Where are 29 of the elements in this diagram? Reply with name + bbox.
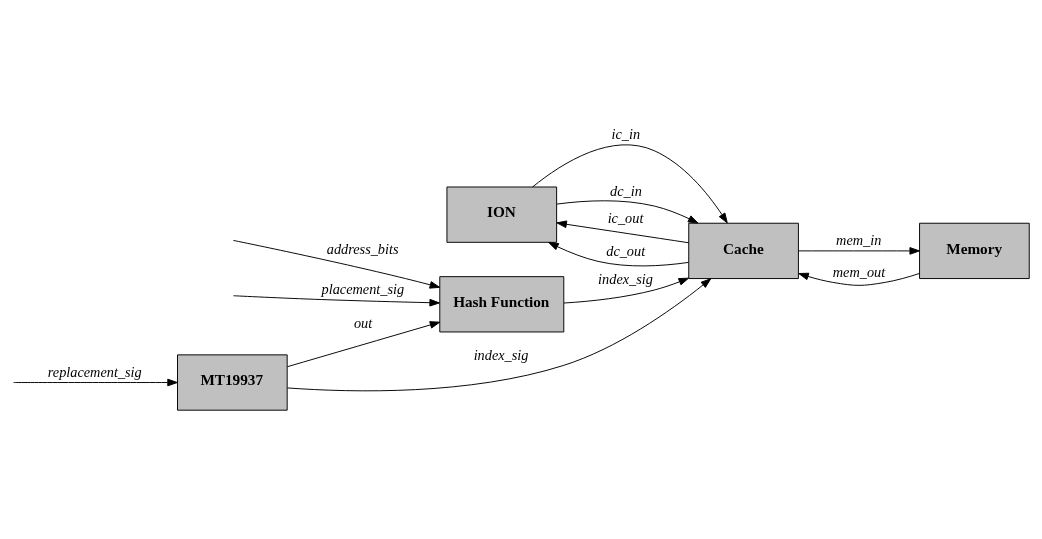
edge-label: index_sig <box>473 346 529 363</box>
edge-label: out <box>353 315 373 332</box>
arrow <box>556 200 699 224</box>
arrow <box>563 277 690 304</box>
node-box: Cache <box>688 222 799 280</box>
edge-label: dc_in <box>610 182 642 199</box>
arrow <box>548 241 689 267</box>
edge-label: mem_in <box>836 232 882 249</box>
edge-label: ic_in <box>611 126 641 143</box>
edge-label: ic_out <box>607 210 644 227</box>
edge-label: placement_sig <box>321 280 405 297</box>
arrow <box>286 278 712 392</box>
arrow <box>13 378 178 387</box>
node-box: ION <box>446 186 558 243</box>
edge-label: mem_out <box>832 263 886 280</box>
arrow <box>798 247 920 255</box>
arrow <box>556 220 690 244</box>
edge-label: address_bits <box>326 240 399 257</box>
arrow <box>232 239 441 289</box>
arrow <box>532 144 728 224</box>
node-box: MT19937 <box>177 354 288 411</box>
node-box: Hash Function <box>439 276 565 333</box>
arrow <box>798 272 920 286</box>
edge-label: dc_out <box>606 242 646 259</box>
edge-label: index_sig <box>598 271 653 288</box>
edge-label: replacement_sig <box>47 363 142 380</box>
node-box: Memory <box>919 222 1030 280</box>
arrow <box>232 295 440 307</box>
arrow <box>286 321 441 368</box>
